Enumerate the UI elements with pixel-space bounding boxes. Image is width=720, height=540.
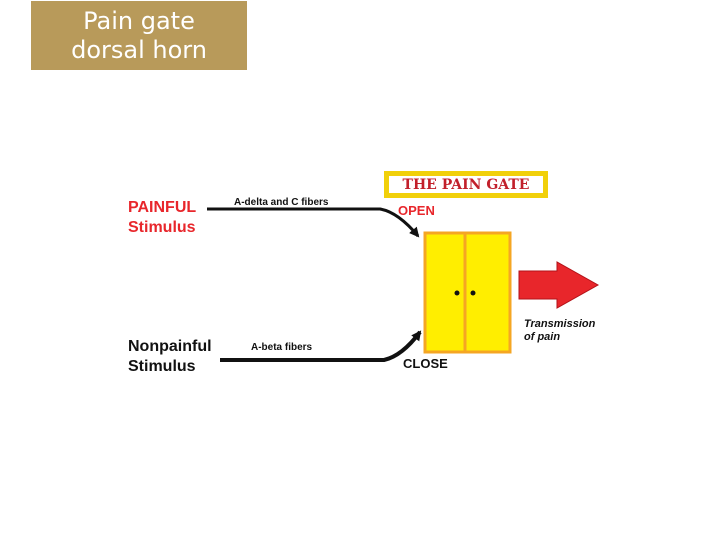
fiber-bottom-label: A-beta fibers — [251, 342, 313, 353]
fiber-top-label: A-delta and C fibers — [234, 197, 329, 208]
close-label: CLOSE — [403, 356, 448, 371]
nonpainful-label-line2: Stimulus — [128, 358, 196, 375]
painful-fiber-arrow — [207, 207, 420, 238]
painful-label-line1: PAINFUL — [128, 199, 197, 216]
painful-label-line2: Stimulus — [128, 219, 196, 236]
transmission-arrow — [518, 261, 600, 309]
nonpainful-stimulus-label: Nonpainful Stimulus — [128, 337, 212, 377]
open-label: OPEN — [398, 203, 435, 218]
transmission-line2: of pain — [524, 331, 561, 343]
slide-title-line2: dorsal horn — [71, 35, 207, 64]
slide-title-line1: Pain gate — [83, 6, 195, 35]
slide-title: Pain gate dorsal horn — [31, 1, 247, 70]
nonpainful-fiber-arrow — [220, 330, 422, 362]
transmission-line1: Transmission — [524, 318, 596, 330]
nonpainful-label-line1: Nonpainful — [128, 338, 212, 355]
gate-right-knob — [470, 290, 476, 296]
pain-gate-title: THE PAIN GATE — [384, 171, 548, 198]
transmission-label: Transmission of pain — [524, 318, 595, 344]
pain-gate-title-text: THE PAIN GATE — [389, 176, 543, 193]
painful-stimulus-label: PAINFUL Stimulus — [128, 198, 196, 238]
gate-left-knob — [454, 290, 460, 296]
